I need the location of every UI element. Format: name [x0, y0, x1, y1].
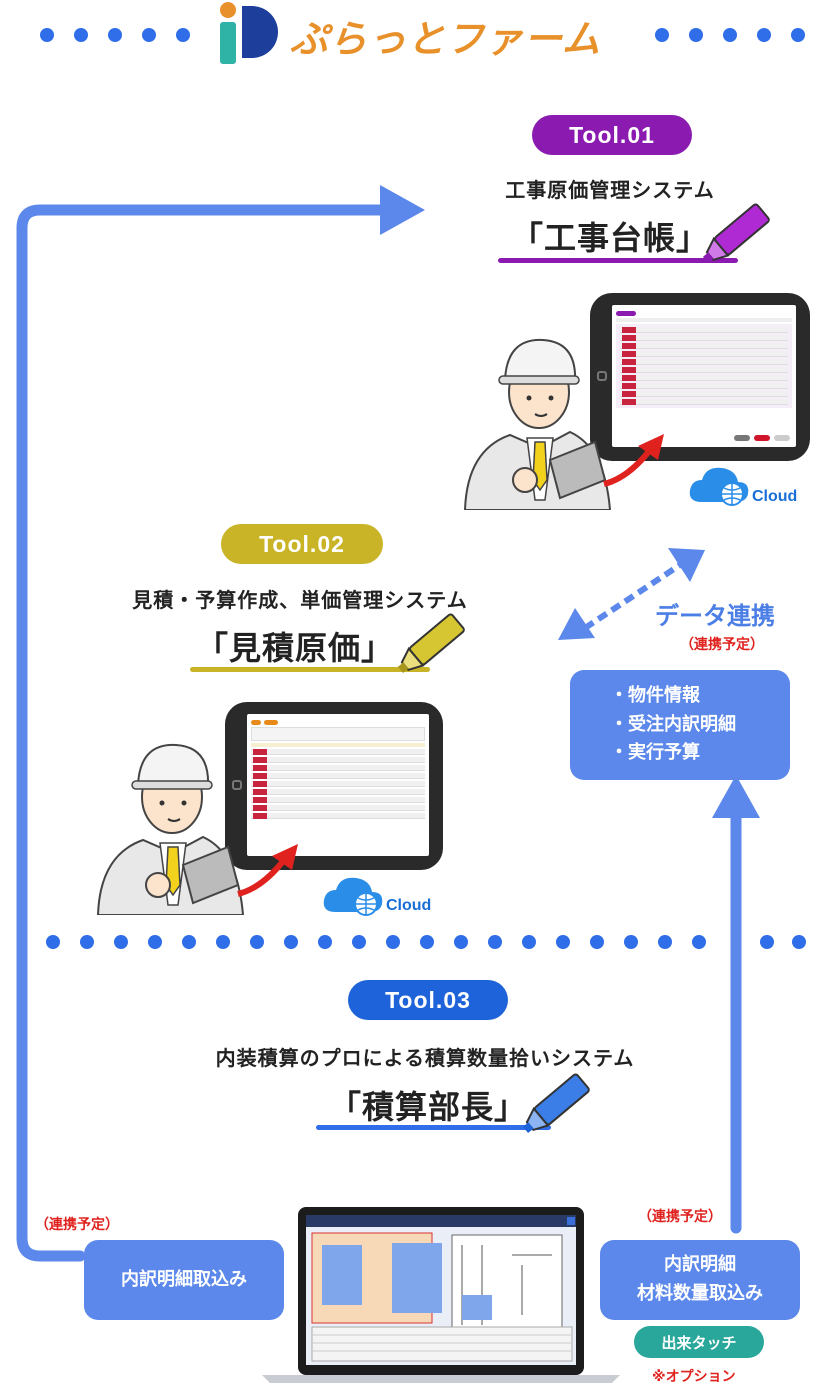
data-link-note: （連携予定）	[680, 637, 764, 653]
dots-divider-right	[760, 935, 806, 949]
left-box-label: 内訳明細取込み	[121, 1268, 247, 1290]
info-item: ・物件情報	[610, 684, 700, 706]
tablet-tool1	[590, 293, 810, 461]
dots-divider	[46, 935, 706, 949]
right-box-note: （連携予定）	[638, 1209, 722, 1225]
tool1-cloud-label: Cloud	[752, 488, 798, 505]
right-box-line1: 内訳明細	[664, 1254, 736, 1276]
tablet-tool2	[225, 702, 443, 870]
tool3-underline	[316, 1125, 551, 1130]
tablet-screen	[612, 305, 796, 447]
highlighter-icon	[522, 1073, 590, 1133]
right-box: 内訳明細 材料数量取込み	[600, 1240, 800, 1320]
tool3-name: 「積算部長」	[328, 1088, 527, 1126]
dots-top-right	[655, 28, 805, 42]
cloud-icon	[689, 467, 749, 506]
tool1-subtitle: 工事原価管理システム	[505, 178, 715, 202]
left-box-note: （連携予定）	[35, 1217, 119, 1233]
worker-icon	[96, 743, 245, 915]
tool2-cloud-label: Cloud	[386, 897, 432, 914]
arrow-icon	[380, 185, 425, 235]
logo-mark-icon	[220, 2, 278, 64]
info-box: ・物件情報 ・受注内訳明細 ・実行予算	[570, 670, 790, 780]
logo: ぷらっとファーム	[218, 0, 628, 70]
tool2-badge: Tool.02	[221, 524, 383, 564]
data-link-label: データ連携	[655, 602, 775, 630]
tool1-badge: Tool.01	[532, 115, 692, 155]
tool1-name: 「工事台帳」	[510, 219, 709, 257]
info-item: ・実行予算	[610, 742, 700, 764]
tablet-screen	[247, 714, 429, 856]
logo-text: ぷらっとファーム	[290, 16, 601, 61]
red-arrow-icon	[603, 434, 664, 487]
tool2-underline	[190, 667, 430, 672]
highlighter-icon	[397, 613, 465, 673]
tool3-subtitle: 内装積算のプロによる積算数量拾いシステム	[215, 1046, 635, 1070]
right-box-line2: 材料数量取込み	[637, 1283, 763, 1304]
laptop-icon	[262, 1207, 620, 1383]
dots-top-left	[40, 28, 190, 42]
tool2-subtitle: 見積・予算作成、単価管理システム	[132, 588, 468, 612]
home-button-icon	[232, 780, 242, 790]
home-button-icon	[597, 371, 607, 381]
worker-icon	[463, 338, 612, 510]
info-item: ・受注内訳明細	[610, 713, 736, 735]
red-arrow-icon	[237, 844, 298, 897]
tool2-name: 「見積原価」	[195, 629, 394, 667]
cloud-icon	[323, 877, 383, 916]
tool3-badge: Tool.03	[348, 980, 508, 1020]
option-button[interactable]: 出来タッチ	[634, 1326, 764, 1358]
tool1-underline	[498, 258, 738, 263]
option-note: ※オプション	[652, 1369, 736, 1385]
left-box: 内訳明細取込み	[84, 1240, 284, 1320]
highlighter-icon	[702, 203, 770, 263]
